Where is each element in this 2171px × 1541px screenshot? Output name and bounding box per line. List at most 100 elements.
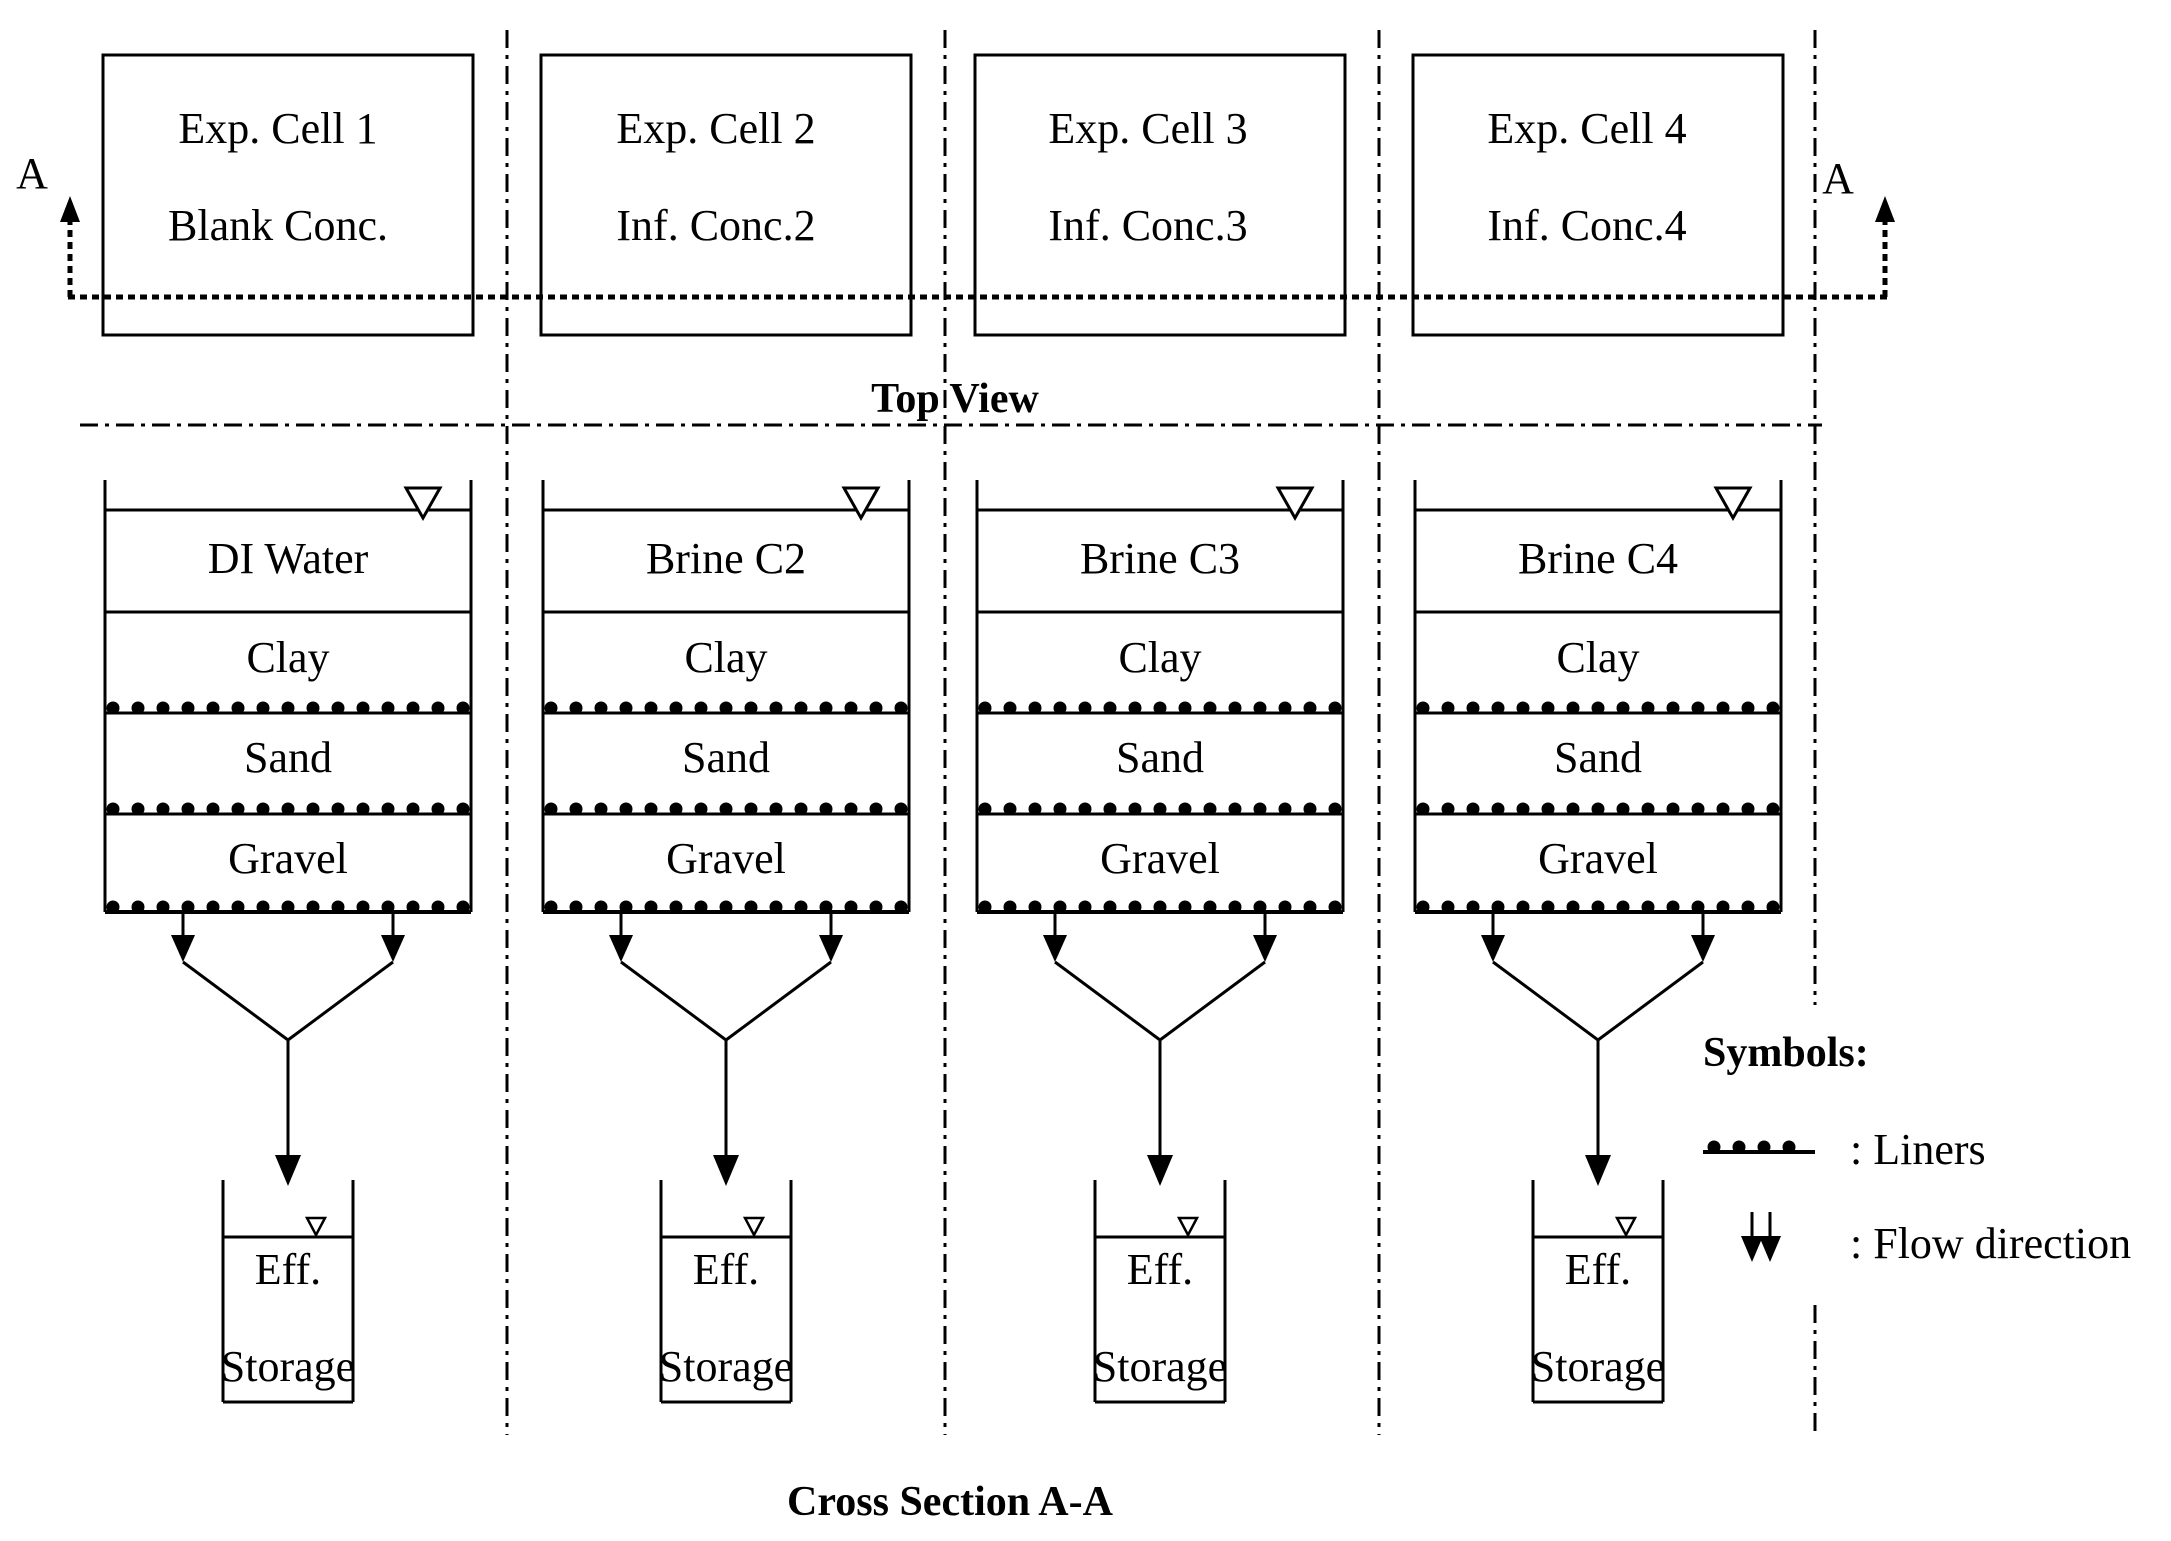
liner-dot xyxy=(1541,802,1555,816)
liner-dot xyxy=(1178,701,1192,715)
liner-dot xyxy=(456,900,470,914)
liner-dot xyxy=(794,701,808,715)
liner-dot xyxy=(1566,701,1580,715)
flow-arrow-icon xyxy=(1253,935,1277,962)
liner-dot xyxy=(131,900,145,914)
liner-dot xyxy=(1441,802,1455,816)
flow-arrow-icon xyxy=(1691,935,1715,962)
liner-dot xyxy=(131,802,145,816)
separators xyxy=(80,30,1822,1435)
liner-dot xyxy=(331,701,345,715)
liner-dot xyxy=(1228,701,1242,715)
liner-dot xyxy=(1028,900,1042,914)
liner-dot xyxy=(1466,802,1480,816)
liner-dot xyxy=(1616,900,1630,914)
liner-dot xyxy=(769,802,783,816)
liner-dot xyxy=(1441,900,1455,914)
layer-label-sand: Sand xyxy=(1116,733,1204,782)
layer-label-gravel: Gravel xyxy=(228,834,348,883)
liner-dot xyxy=(594,701,608,715)
liner-dot xyxy=(1691,900,1705,914)
liner-dot xyxy=(356,802,370,816)
layer-label-clay: Clay xyxy=(1556,633,1639,682)
liner-dot xyxy=(844,900,858,914)
liner-dot xyxy=(1716,900,1730,914)
flow-arrow-icon xyxy=(713,1155,739,1186)
liner-dot xyxy=(669,900,683,914)
liner-dot xyxy=(1616,802,1630,816)
funnel-line xyxy=(620,960,727,1042)
liner-dot xyxy=(869,802,883,816)
storage-level-marker-icon xyxy=(742,1216,766,1238)
liner-dot xyxy=(1028,802,1042,816)
funnel-line xyxy=(1159,960,1266,1042)
liner-dot xyxy=(569,802,583,816)
liner-dot xyxy=(669,701,683,715)
cell-2-concentration: Inf. Conc.2 xyxy=(616,201,815,250)
liner-dot xyxy=(431,900,445,914)
legend-title: Symbols: xyxy=(1703,1030,1869,1076)
liner-dot xyxy=(281,900,295,914)
legend-flow-label: : Flow direction xyxy=(1850,1219,2131,1268)
liner-dot xyxy=(1716,701,1730,715)
liner-dot xyxy=(978,900,992,914)
liner-dot xyxy=(1278,802,1292,816)
storage-label: Eff. xyxy=(255,1245,321,1294)
cell-1-name: Exp. Cell 1 xyxy=(178,104,377,153)
funnel-line xyxy=(1054,960,1161,1042)
liner-dot xyxy=(1003,900,1017,914)
storage-label: Storage xyxy=(1093,1342,1227,1391)
legend-liner-dot xyxy=(1707,1140,1721,1154)
liner-dot xyxy=(1278,701,1292,715)
liner-dot xyxy=(1203,701,1217,715)
liner-dot xyxy=(131,701,145,715)
liner-dot xyxy=(1666,900,1680,914)
liner-dot xyxy=(769,900,783,914)
liner-dot xyxy=(1203,900,1217,914)
liner-dot xyxy=(694,900,708,914)
liner-dot xyxy=(644,802,658,816)
liner-dot xyxy=(744,802,758,816)
liner-dot xyxy=(1153,802,1167,816)
liner-dot xyxy=(594,802,608,816)
liner-dot xyxy=(306,802,320,816)
liner-dot xyxy=(1328,701,1342,715)
liner-dot xyxy=(544,802,558,816)
funnel-line xyxy=(725,960,832,1042)
storage-label: Storage xyxy=(659,1342,793,1391)
liner-dot xyxy=(1616,701,1630,715)
legend-liners-label: : Liners xyxy=(1850,1125,1986,1174)
liner-dot xyxy=(1766,802,1780,816)
legend-liner-dot xyxy=(1732,1140,1746,1154)
liner-dot xyxy=(1053,701,1067,715)
liner-dot xyxy=(1178,900,1192,914)
liner-dot xyxy=(978,802,992,816)
liner-dot xyxy=(769,701,783,715)
liner-dot xyxy=(1641,701,1655,715)
liner-dot xyxy=(819,900,833,914)
section-marker-left: A xyxy=(16,149,48,198)
liner-dot xyxy=(1003,701,1017,715)
flow-arrow-icon xyxy=(819,935,843,962)
liner-dot xyxy=(231,701,245,715)
liner-dot xyxy=(669,802,683,816)
liner-dot xyxy=(1128,900,1142,914)
cross-section-title: Cross Section A-A xyxy=(787,1479,1114,1525)
liner-dot xyxy=(1203,802,1217,816)
liner-dot xyxy=(619,802,633,816)
liner-dot xyxy=(1303,900,1317,914)
cell-4-concentration: Inf. Conc.4 xyxy=(1487,201,1686,250)
liner-dot xyxy=(356,701,370,715)
liner-dot xyxy=(619,701,633,715)
liner-dot xyxy=(1591,802,1605,816)
liner-dot xyxy=(1641,802,1655,816)
layer-label-gravel: Gravel xyxy=(1100,834,1220,883)
liner-dot xyxy=(1716,802,1730,816)
liner-dot xyxy=(181,701,195,715)
liner-dot xyxy=(894,701,908,715)
liner-dot xyxy=(1303,802,1317,816)
liner-dot xyxy=(106,802,120,816)
liner-dot xyxy=(719,701,733,715)
liner-dot xyxy=(1003,802,1017,816)
